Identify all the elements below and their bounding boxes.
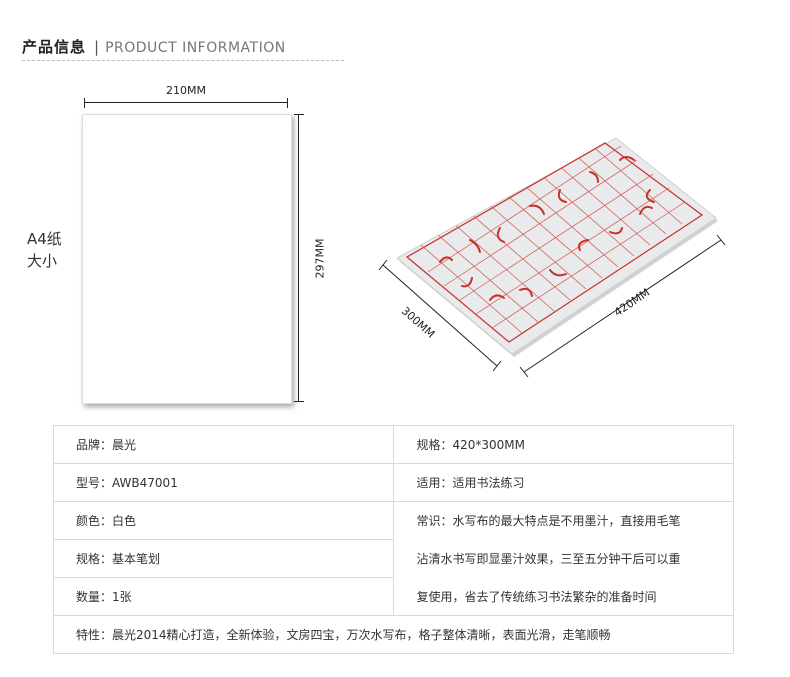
table-row: 特性：晨光2014精心打造，全新体验，文房四宝，万次水写布，格子整体清晰，表面光… [53, 615, 734, 654]
cloth-grid [420, 138, 686, 334]
a4-width-dimension-line [84, 98, 288, 108]
spec-tip-line2: 沾清水书写即显墨汁效果，三至五分钟干后可以重 [393, 539, 734, 578]
table-row: 颜色：白色 常识：水写布的最大特点是不用墨汁，直接用毛笔 [52, 501, 734, 540]
a4-caption-line2: 大小 [27, 252, 58, 270]
spec-tip-line3: 复使用，省去了传统练习书法繁杂的准备时间 [393, 577, 734, 616]
spec-size: 规格：420*300MM [393, 425, 734, 464]
section-title-cn: 产品信息 [22, 38, 87, 56]
title-separator: | [94, 38, 100, 56]
cloth-sheet [396, 137, 717, 355]
a4-caption-line1: A4纸 [27, 230, 62, 248]
spec-usage: 适用：适用书法练习 [393, 463, 734, 502]
header-divider [22, 60, 344, 61]
table-row: 型号：AWB47001 适用：适用书法练习 [52, 463, 734, 502]
section-header: 产品信息 | PRODUCT INFORMATION [22, 36, 286, 58]
a4-paper-illustration [82, 114, 292, 404]
spec-strokes: 规格：基本笔划 [52, 539, 395, 578]
a4-height-dimension-line [294, 114, 304, 402]
table-row: 品牌：晨光 规格：420*300MM [52, 425, 734, 464]
spec-quantity: 数量：1张 [52, 577, 395, 616]
spec-tip-line1: 常识：水写布的最大特点是不用墨汁，直接用毛笔 [393, 501, 734, 540]
cloth-dimension-lines [378, 234, 726, 378]
a4-width-label: 210MM [166, 84, 206, 97]
table-row: 规格：基本笔划 沾清水书写即显墨汁效果，三至五分钟干后可以重 [52, 539, 734, 578]
cloth-red-border [405, 142, 704, 343]
spec-table: 品牌：晨光 规格：420*300MM 型号：AWB47001 适用：适用书法练习… [52, 425, 734, 654]
spec-model: 型号：AWB47001 [52, 463, 395, 502]
section-title-en: PRODUCT INFORMATION [105, 40, 286, 56]
spec-feature: 特性：晨光2014精心打造，全新体验，文房四宝，万次水写布，格子整体清晰，表面光… [53, 615, 734, 654]
spec-brand: 品牌：晨光 [52, 425, 395, 464]
spec-color: 颜色：白色 [52, 501, 395, 540]
table-row: 数量：1张 复使用，省去了传统练习书法繁杂的准备时间 [52, 577, 734, 616]
a4-size-caption: A4纸 大小 [27, 228, 62, 272]
